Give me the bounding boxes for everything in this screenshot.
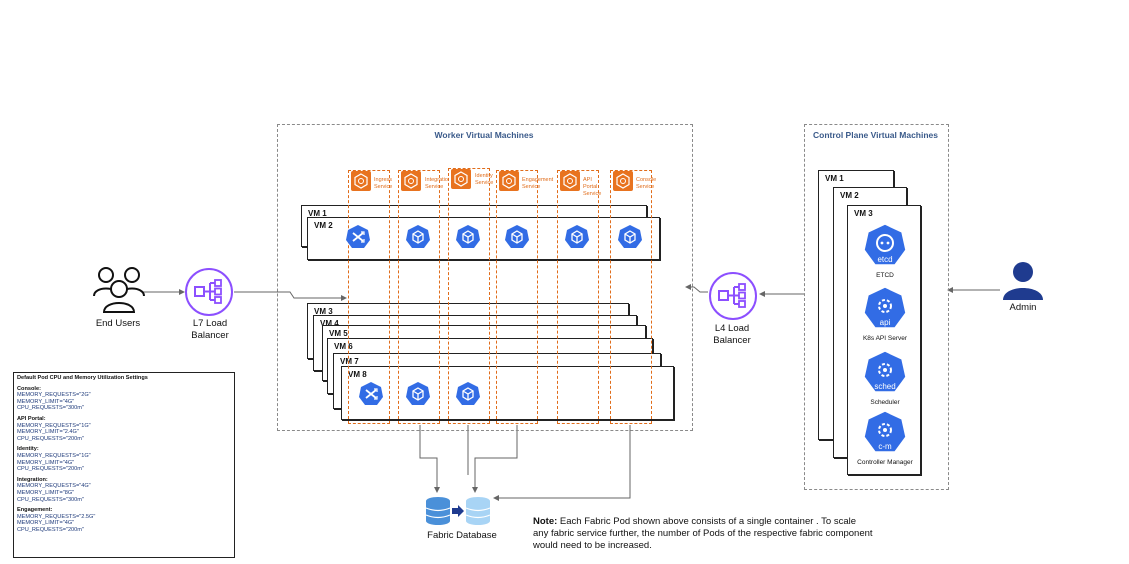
- settings-line: MEMORY_REQUESTS="1G": [17, 452, 91, 459]
- worker-vm-card: VM 8: [341, 366, 674, 420]
- service-icon: [499, 171, 519, 191]
- vm-label: VM 2: [314, 221, 333, 230]
- service-label: Console Service: [636, 177, 657, 190]
- l7-load-balancer-icon: [185, 268, 233, 316]
- svc-db-line-3: [472, 425, 518, 493]
- settings-line: CPU_REQUESTS="200m": [17, 435, 84, 442]
- settings-line: CPU_REQUESTS="300m": [17, 496, 84, 503]
- service-icon: [613, 171, 633, 191]
- settings-line: MEMORY_REQUESTS="2G": [17, 392, 91, 399]
- cm-icon-text: c-m: [878, 442, 892, 451]
- worker-vm-area: [277, 124, 693, 431]
- ingress-pod-icon: [346, 225, 370, 248]
- end-users-label: End Users: [95, 318, 141, 329]
- settings-line: MEMORY_REQUESTS="1G": [17, 422, 91, 429]
- service-column-integration: [398, 170, 440, 424]
- service-icon: [351, 171, 371, 191]
- api-server-icon: api: [863, 286, 907, 329]
- sched-icon-text: sched: [874, 382, 895, 391]
- l4-label: L4 Load Balancer: [713, 323, 751, 346]
- scheduler-label: Scheduler: [870, 399, 900, 406]
- service-icon: [560, 171, 580, 191]
- vm-label: VM 5: [329, 329, 348, 338]
- settings-section-title: API Portal:: [17, 415, 46, 422]
- api-icon-text: api: [880, 318, 891, 327]
- settings-line: MEMORY_LIMIT="4G": [17, 459, 75, 466]
- pod-icon: [406, 382, 430, 405]
- vm-label: VM 3: [854, 209, 873, 218]
- settings-body: Console:MEMORY_REQUESTS="2G"MEMORY_LIMIT…: [14, 386, 234, 534]
- settings-section-title: Engagement:: [17, 507, 53, 514]
- service-icon: [401, 171, 421, 191]
- settings-line: CPU_REQUESTS="200m": [17, 526, 84, 533]
- etcd-icon: etcd: [863, 223, 907, 266]
- etcd-icon-text: etcd: [877, 255, 892, 264]
- users-icon: [93, 267, 145, 313]
- settings-section-title: Integration:: [17, 476, 48, 483]
- note-bold: Note:: [533, 516, 558, 527]
- database-label: Fabric Database: [427, 530, 497, 541]
- vm-label: VM 1: [308, 209, 327, 218]
- vm-label: VM 6: [334, 342, 353, 351]
- control-plane-area: [804, 124, 949, 490]
- pod-settings-panel: Default Pod CPU and Memory Utilization S…: [13, 372, 235, 558]
- service-column-ingress: [348, 170, 390, 424]
- svc-db-line-4: [493, 425, 631, 501]
- pod-icon: [456, 225, 480, 248]
- l7-to-worker-arrow: [234, 291, 347, 301]
- settings-line: MEMORY_LIMIT="4G": [17, 520, 75, 527]
- service-icon: [451, 169, 471, 189]
- l4-to-worker-arrow: [685, 284, 708, 293]
- vm-label: VM 8: [348, 370, 367, 379]
- control-plane-title: Control Plane Virtual Machines: [812, 130, 938, 140]
- api-server-label: K8s API Server: [862, 335, 908, 342]
- settings-line: MEMORY_REQUESTS="4G": [17, 483, 91, 490]
- settings-line: MEMORY_REQUESTS="2.5G": [17, 513, 96, 520]
- ingress-pod-icon: [359, 382, 383, 405]
- settings-line: MEMORY_LIMIT="4G": [17, 398, 75, 405]
- service-label: Integration Service: [425, 177, 449, 190]
- pod-icon: [565, 225, 589, 248]
- scheduler-icon: sched: [863, 350, 907, 393]
- database-icon: [425, 497, 491, 525]
- pod-icon: [618, 225, 642, 248]
- l4-load-balancer-icon: [709, 272, 757, 320]
- settings-section-title: Identity:: [17, 446, 39, 453]
- vm-label: VM 3: [314, 307, 333, 316]
- settings-title: Default Pod CPU and Memory Utilization S…: [17, 375, 148, 381]
- settings-line: CPU_REQUESTS="200m": [17, 466, 84, 473]
- service-label: Engagement Service: [522, 177, 554, 190]
- etcd-label: ETCD: [876, 272, 894, 279]
- service-column-engagement: [496, 170, 538, 424]
- service-label: Ingress Service: [374, 177, 393, 190]
- note-body: Each Fabric Pod shown above consists of …: [533, 516, 873, 551]
- vm-label: VM 4: [320, 319, 339, 328]
- settings-line: MEMORY_LIMIT="8G": [17, 489, 75, 496]
- settings-section-title: Console:: [17, 385, 41, 392]
- admin-label: Admin: [1009, 302, 1037, 313]
- settings-line: CPU_REQUESTS="300m": [17, 405, 84, 412]
- worker-area-title: Worker Virtual Machines: [434, 130, 534, 140]
- pod-icon: [406, 225, 430, 248]
- vm-label: VM 7: [340, 357, 359, 366]
- controller-manager-icon: c-m: [863, 410, 907, 453]
- service-column-console: [610, 170, 652, 424]
- pod-icon: [505, 225, 529, 248]
- admin-icon: [1003, 262, 1043, 300]
- controller-manager-label: Controller Manager: [857, 459, 913, 466]
- note-text: Note: Each Fabric Pod shown above consis…: [533, 516, 873, 552]
- vm-label: VM 1: [825, 174, 844, 183]
- pod-icon: [456, 382, 480, 405]
- service-label: Identity Service: [475, 173, 494, 186]
- vm-label: VM 2: [840, 191, 859, 200]
- service-label: API Portal Service: [583, 177, 602, 197]
- settings-line: MEMORY_LIMIT="2.4G": [17, 429, 79, 436]
- service-column-identity: [448, 168, 490, 424]
- svc-db-line-1: [419, 425, 440, 493]
- service-column-api-portal: [557, 170, 599, 424]
- l7-label: L7 Load Balancer: [191, 318, 229, 341]
